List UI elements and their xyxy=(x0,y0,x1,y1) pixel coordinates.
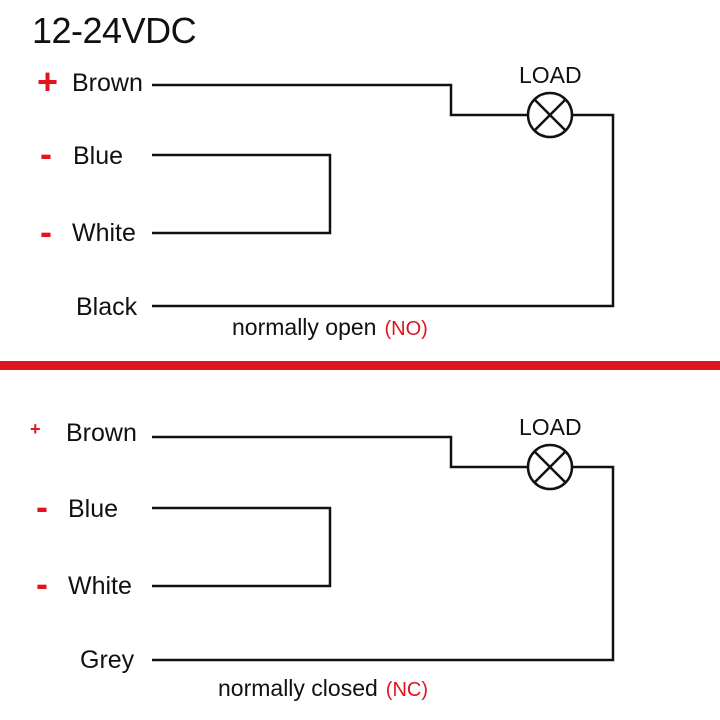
nc-minus-sign-white: - xyxy=(36,563,48,604)
nc-wire-label-brown: Brown xyxy=(66,419,137,447)
nc-brown-wire xyxy=(152,435,528,469)
nc-circuit xyxy=(152,435,615,662)
no-wire-label-brown: Brown xyxy=(72,69,143,97)
no-brown-wire xyxy=(152,83,528,117)
nc-wire-label-blue: Blue xyxy=(68,495,119,523)
nc-caption-text: normally closed xyxy=(218,675,378,701)
supply-voltage-title: 12-24VDC xyxy=(32,10,197,51)
nc-wire-label-grey: Grey xyxy=(80,646,135,674)
nc-load-label: LOAD xyxy=(519,414,582,440)
nc-wire-label-white: White xyxy=(68,572,132,600)
no-blue-white-bridge-wire xyxy=(152,153,332,235)
no-wire-label-black: Black xyxy=(76,293,138,321)
no-wire-label-white: White xyxy=(72,219,136,247)
no-caption: normally open (NO) xyxy=(232,314,428,341)
no-load-lamp-icon xyxy=(526,91,574,139)
no-wire-label-blue: Blue xyxy=(73,142,124,170)
nc-load-lamp-icon xyxy=(526,443,574,491)
no-load-label: LOAD xyxy=(519,62,582,88)
nc-load-return-wire xyxy=(152,465,615,662)
no-minus-sign-white: - xyxy=(40,211,52,252)
no-plus-sign: + xyxy=(37,61,59,102)
no-caption-text: normally open xyxy=(232,314,377,340)
nc-caption-tag: (NC) xyxy=(385,679,429,701)
nc-minus-sign-blue: - xyxy=(36,486,48,527)
no-load-return-wire xyxy=(152,113,615,308)
nc-blue-white-bridge-wire xyxy=(152,506,332,588)
no-circuit xyxy=(152,83,615,308)
nc-caption: normally closed (NC) xyxy=(218,675,428,702)
section-divider xyxy=(0,361,720,370)
no-minus-sign-blue: - xyxy=(40,133,52,174)
nc-plus-sign: + xyxy=(30,419,41,439)
no-caption-tag: (NO) xyxy=(384,318,428,340)
